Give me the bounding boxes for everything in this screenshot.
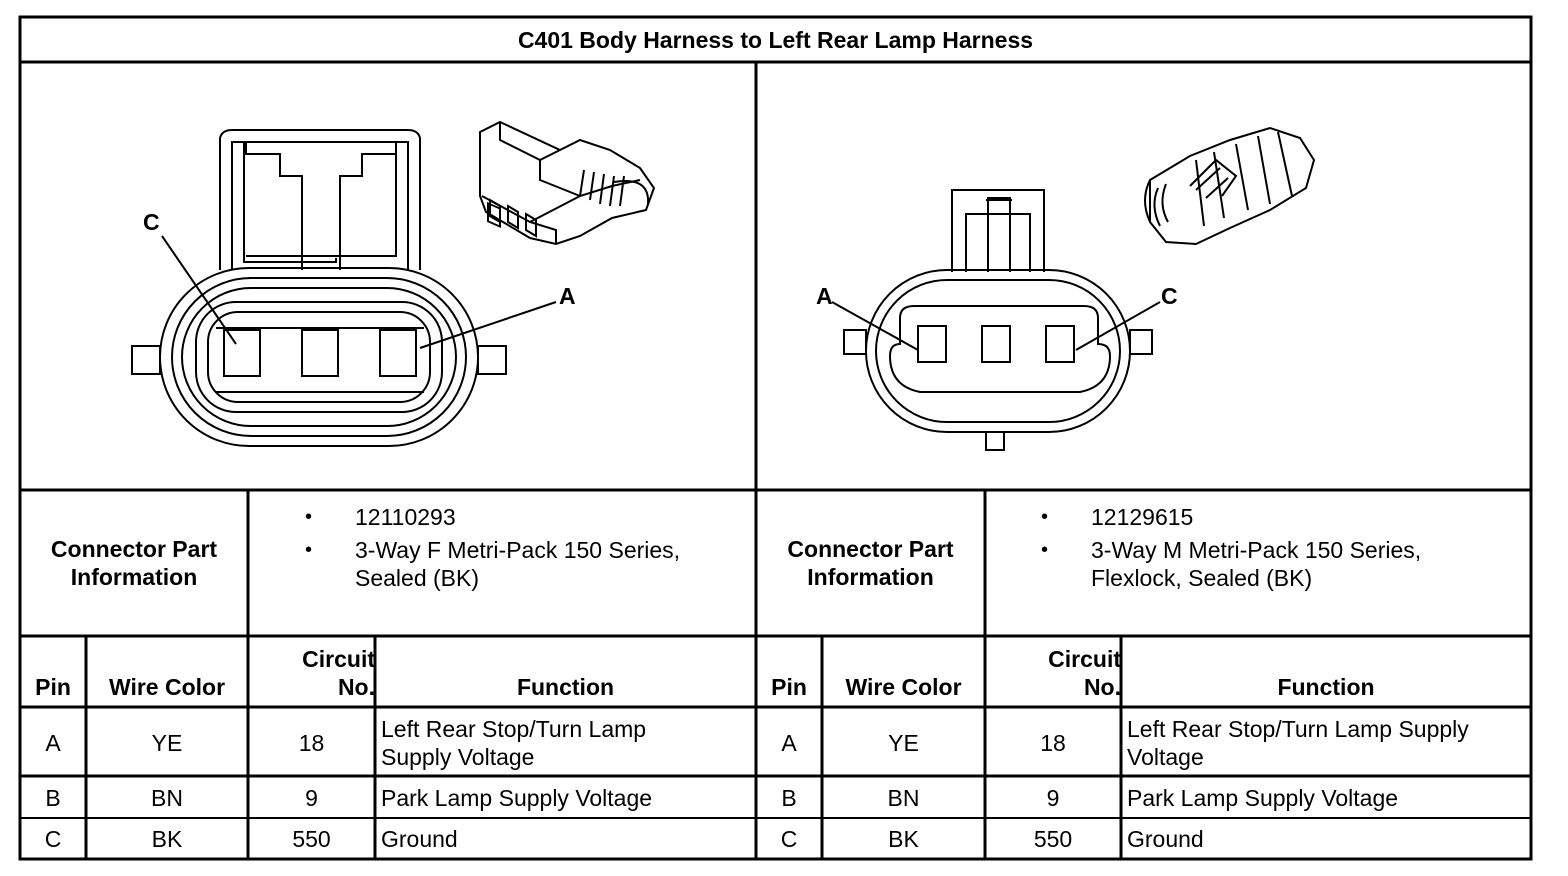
right-header-circuit: Circuit No. bbox=[985, 638, 1121, 707]
right-bullet-1: • bbox=[1041, 506, 1049, 528]
left-row-b-wire-color: BN bbox=[151, 785, 183, 811]
left-row-c-circuit: 550 bbox=[292, 826, 331, 852]
left-header-circuit-line2: No. bbox=[337, 674, 375, 700]
left-row-c-function: Ground bbox=[381, 826, 458, 852]
left-bullet-2: • bbox=[305, 539, 313, 561]
right-row-b-circuit: 9 bbox=[1046, 785, 1060, 811]
left-info-label-line1: Connector Part bbox=[50, 536, 218, 562]
right-row-c-pin: C bbox=[780, 826, 798, 852]
right-header-circuit-line2: No. bbox=[1083, 674, 1121, 700]
female-connector-thumbnail bbox=[479, 120, 656, 246]
left-row-b-function: Park Lamp Supply Voltage bbox=[381, 785, 653, 811]
right-pin-label-a: A bbox=[816, 283, 833, 309]
right-header-wire-color: Wire Color bbox=[845, 674, 962, 700]
left-row-a-function-line2: Supply Voltage bbox=[381, 743, 535, 770]
right-row-b-pin: B bbox=[781, 785, 797, 811]
left-header-function: Function bbox=[516, 674, 615, 700]
right-info-label-line2: Information bbox=[807, 564, 934, 590]
left-header-circuit: Circuit No. bbox=[248, 638, 375, 707]
left-pin-label-a: A bbox=[559, 283, 576, 309]
right-row-c-wire-color: BK bbox=[888, 826, 919, 852]
right-row-b-function: Park Lamp Supply Voltage bbox=[1127, 785, 1399, 811]
right-description-line2: Flexlock, Sealed (BK) bbox=[1091, 565, 1313, 591]
left-row-a-pin: A bbox=[45, 729, 61, 756]
left-header-pin: Pin bbox=[35, 674, 71, 700]
left-row-c-wire-color: BK bbox=[151, 826, 183, 852]
left-part-number: 12110293 bbox=[355, 504, 456, 530]
right-row-c-function: Ground bbox=[1127, 826, 1204, 852]
left-info-label-line2: Information bbox=[70, 564, 198, 590]
left-pin-label-c: C bbox=[143, 209, 160, 235]
left-row-c-pin: C bbox=[44, 826, 62, 852]
right-row-b-wire-color: BN bbox=[887, 785, 920, 811]
left-row-b-pin: B bbox=[45, 785, 61, 811]
right-row-a-function-line2: Voltage bbox=[1127, 743, 1204, 770]
male-connector-thumbnail bbox=[1144, 126, 1316, 246]
right-info-label: Connector Part Information bbox=[756, 535, 985, 591]
right-row-a-function: Left Rear Stop/Turn Lamp Supply Voltage bbox=[1121, 709, 1531, 776]
right-pin-label-c: C bbox=[1161, 283, 1178, 309]
right-row-a-pin: A bbox=[781, 729, 797, 756]
left-row-a-circuit: 18 bbox=[298, 729, 325, 756]
left-description-line2: Sealed (BK) bbox=[355, 565, 480, 591]
right-bullet-2: • bbox=[1041, 539, 1049, 561]
left-row-a-wire-color: YE bbox=[151, 729, 183, 756]
right-info-label-line1: Connector Part bbox=[787, 536, 954, 562]
left-description-line1: 3-Way F Metri-Pack 150 Series, bbox=[355, 537, 681, 563]
right-row-a-circuit: 18 bbox=[1040, 729, 1066, 756]
right-header-function: Function bbox=[1277, 674, 1375, 700]
left-row-b-circuit: 9 bbox=[305, 785, 318, 811]
left-info-label: Connector Part Information bbox=[20, 535, 248, 591]
left-row-a-function-line1: Left Rear Stop/Turn Lamp bbox=[381, 715, 647, 742]
right-header-pin: Pin bbox=[771, 674, 807, 700]
left-row-a-function: Left Rear Stop/Turn Lamp Supply Voltage bbox=[375, 709, 756, 776]
right-part-number: 12129615 bbox=[1091, 504, 1194, 530]
right-header-circuit-line1: Circuit bbox=[1048, 646, 1121, 672]
left-bullet-1: • bbox=[305, 506, 313, 528]
right-row-a-function-line1: Left Rear Stop/Turn Lamp Supply bbox=[1127, 715, 1469, 742]
page-title: C401 Body Harness to Left Rear Lamp Harn… bbox=[517, 27, 1034, 53]
right-row-c-circuit: 550 bbox=[1033, 826, 1073, 852]
right-row-a-wire-color: YE bbox=[888, 729, 919, 756]
left-header-wire-color: Wire Color bbox=[108, 674, 226, 700]
right-description-line1: 3-Way M Metri-Pack 150 Series, bbox=[1091, 537, 1422, 563]
left-header-circuit-line1: Circuit bbox=[302, 646, 375, 672]
